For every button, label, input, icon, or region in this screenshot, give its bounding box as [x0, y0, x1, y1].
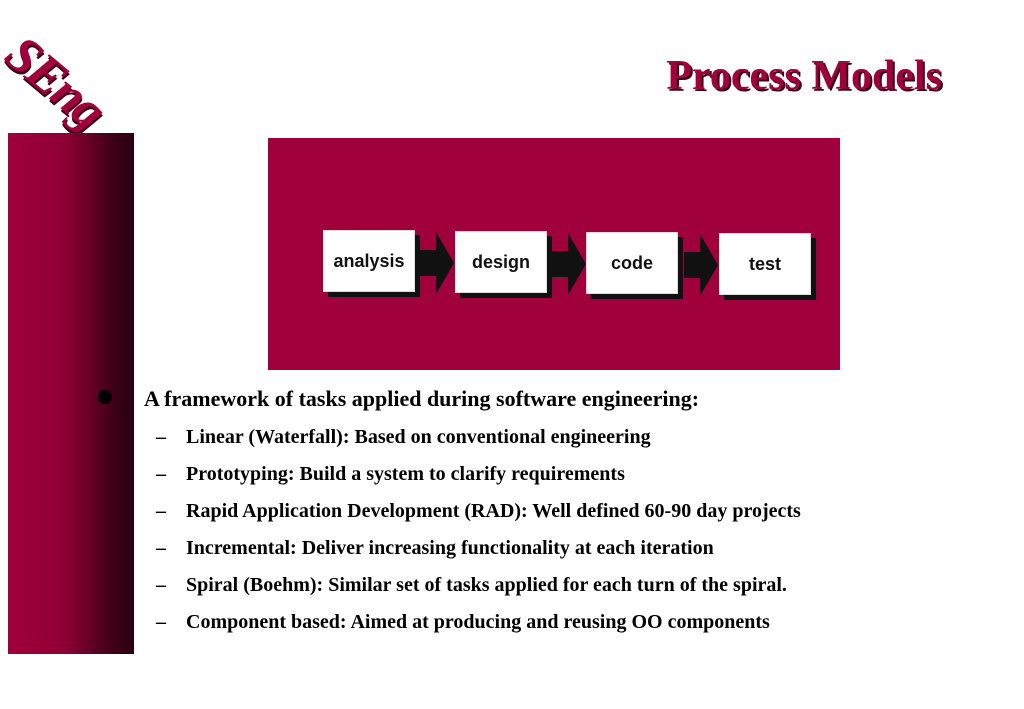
arrow-right-icon: [684, 234, 718, 296]
dash-icon: –: [156, 463, 166, 485]
step-label: code: [610, 252, 653, 273]
sub-bullet-text: Linear (Waterfall): Based on conventiona…: [186, 426, 651, 448]
sidebar-gradient-bar: [8, 133, 134, 654]
sub-bullet-text: Prototyping: Build a system to clarify r…: [186, 463, 625, 485]
sub-bullet-text: Rapid Application Development (RAD): Wel…: [186, 500, 801, 522]
dash-icon: –: [156, 574, 166, 596]
dash-icon: –: [156, 537, 166, 559]
step-label: analysis: [333, 250, 405, 271]
sub-bullet-text: Spiral (Boehm): Similar set of tasks app…: [186, 574, 787, 596]
page-title: Process Models: [666, 53, 942, 99]
step-label: design: [471, 251, 530, 272]
sub-bullet-text: Incremental: Deliver increasing function…: [186, 537, 714, 559]
sub-bullet-text: Component based: Aimed at producing and …: [186, 611, 770, 633]
step-analysis: analysis: [323, 230, 415, 292]
arrow-right-icon: [552, 233, 586, 295]
step-label: test: [748, 253, 781, 274]
step-code: code: [586, 232, 678, 294]
main-bullet-text: A framework of tasks applied during soft…: [144, 386, 700, 411]
seng-logo: SEng: [0, 24, 116, 140]
arrow-right-icon: [420, 232, 454, 294]
bullet-dot-icon: [98, 390, 112, 404]
process-diagram-panel: analysis design code test: [268, 138, 840, 370]
dash-icon: –: [156, 426, 166, 448]
dash-icon: –: [156, 500, 166, 522]
step-design: design: [455, 231, 547, 293]
step-test: test: [719, 233, 811, 295]
dash-icon: –: [156, 611, 166, 633]
